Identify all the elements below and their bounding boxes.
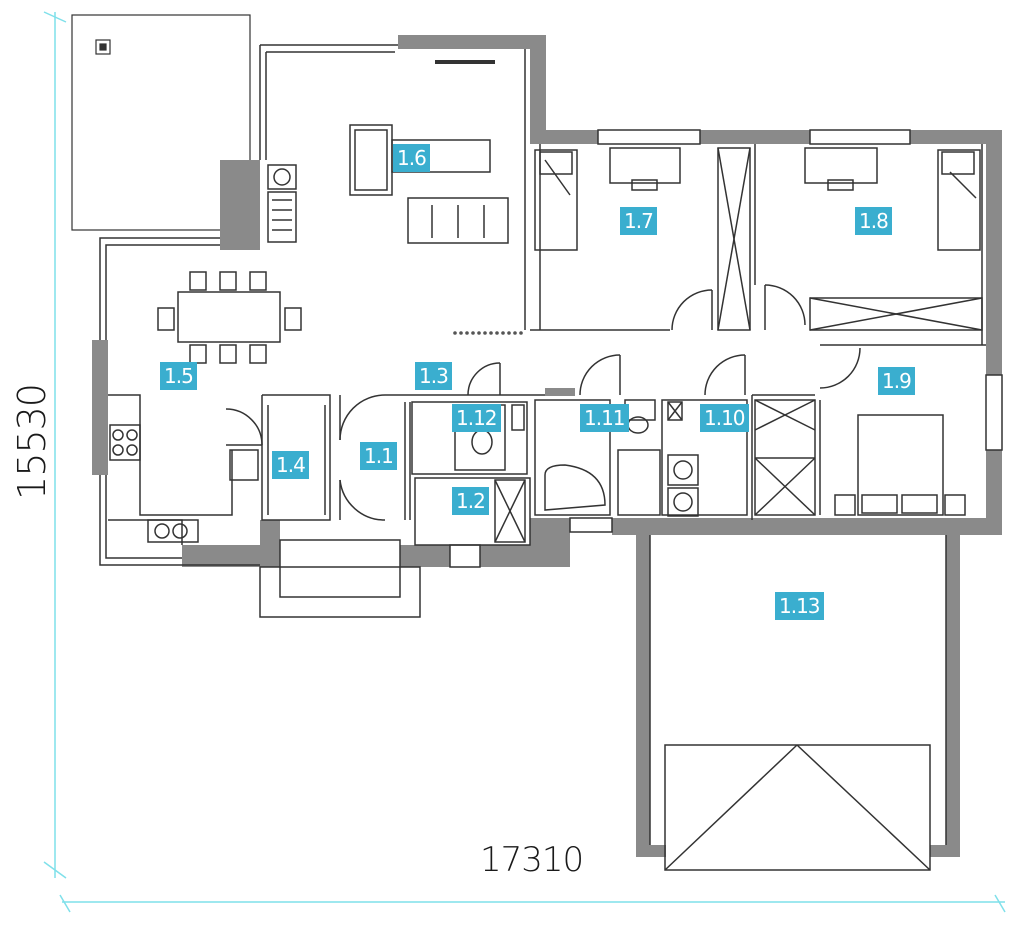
room-label-1-7: 1.7 <box>620 207 657 235</box>
room-label-1-9: 1.9 <box>878 367 915 395</box>
room-label-1-1: 1.1 <box>360 442 397 470</box>
room-label-1-12: 1.12 <box>452 404 501 432</box>
room-label-1-6: 1.6 <box>393 144 430 172</box>
width-dimension: 17310 <box>480 840 584 880</box>
dimension-lines <box>43 11 1006 913</box>
interior-lines <box>99 44 1003 871</box>
room-label-1-13: 1.13 <box>775 592 824 620</box>
room-label-1-3: 1.3 <box>415 362 452 390</box>
room-label-1-10: 1.10 <box>700 404 749 432</box>
walls <box>92 35 1002 857</box>
room-label-1-11: 1.11 <box>580 404 629 432</box>
room-label-1-5: 1.5 <box>160 362 197 390</box>
terrace <box>71 14 251 231</box>
room-label-1-8: 1.8 <box>855 207 892 235</box>
room-label-1-4: 1.4 <box>272 451 309 479</box>
room-label-1-2: 1.2 <box>452 487 489 515</box>
dotted-divider <box>453 331 523 335</box>
height-dimension: 15530 <box>10 384 54 500</box>
